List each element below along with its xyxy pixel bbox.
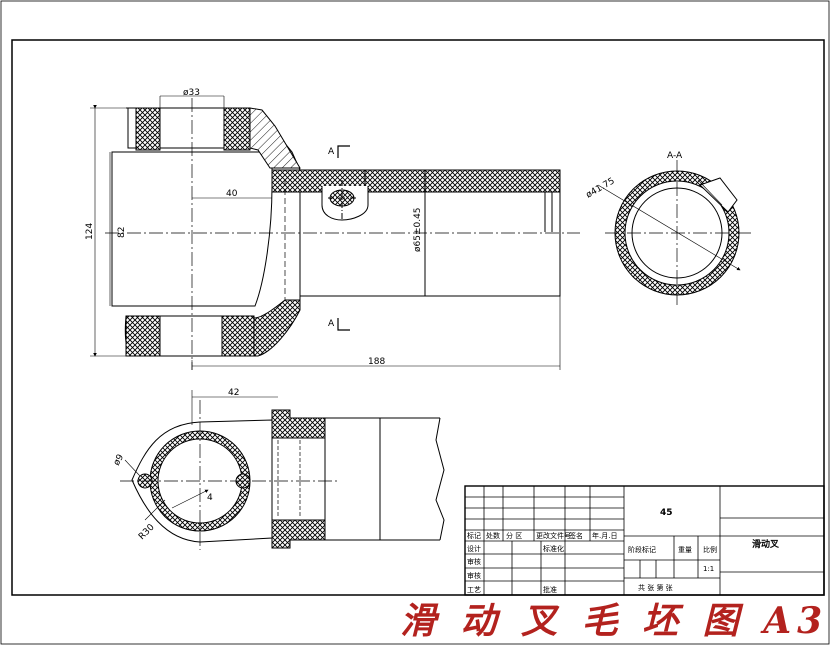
dim-bore-top: ø33: [183, 88, 200, 98]
tb-header-count: 处数: [486, 531, 500, 540]
tb-role-review-1: 审核: [467, 557, 481, 566]
front-view: [90, 95, 580, 370]
tb-weight-label: 重量: [678, 546, 692, 554]
dim-shaft-diameter: ø65±0.45: [413, 207, 423, 252]
top-ear-left-hatch: [135, 107, 161, 151]
dim-flange-offset: 42: [228, 388, 239, 398]
bottom-view: [120, 390, 445, 550]
section-a-a-view: [597, 160, 752, 305]
dim-hole-diameter: ø9: [112, 453, 126, 468]
tb-stage-label: 阶段标记: [628, 545, 656, 554]
title-block: [464, 485, 825, 596]
tb-header-mark: 标记: [467, 531, 481, 540]
tb-header-signature: 签名: [569, 531, 583, 540]
tb-role-review-2: 审核: [467, 571, 481, 580]
drawing-frame: [11, 39, 825, 596]
dim-section-diameter: ø41.75: [585, 176, 617, 200]
tb-scale-label: 比例: [703, 545, 717, 554]
dim-flange-detail: 4: [207, 493, 213, 503]
tb-material: 45: [660, 508, 673, 518]
section-marker-bottom: A: [328, 319, 335, 329]
tb-part-name: 滑动叉: [752, 538, 780, 550]
dim-flange-radius: R30: [137, 522, 157, 542]
tb-header-date: 年.月.日: [592, 531, 617, 540]
tb-scale-value: 1:1: [703, 565, 714, 573]
dim-depth: 40: [226, 189, 238, 199]
drawing-caption: 滑 动 叉 毛 坯 图 A3: [400, 600, 829, 642]
tb-role-approve: 批准: [543, 585, 557, 594]
section-title: A-A: [667, 151, 683, 161]
top-arm-hatch: [249, 107, 301, 169]
dim-height-inner: 82: [117, 227, 127, 238]
top-ear-right-hatch: [223, 107, 251, 151]
dim-length: 188: [368, 357, 385, 367]
tb-role-design: 设计: [467, 544, 481, 553]
tb-header-change-doc: 更改文件号: [536, 531, 571, 540]
bottom-ear-left-hatch: [125, 315, 161, 357]
tb-role-process: 工艺: [467, 586, 481, 594]
tb-role-standard: 标准化: [543, 544, 564, 553]
bottom-arm-hatch: [253, 299, 301, 357]
section-marker-top: A: [328, 147, 335, 157]
shaft-wall-hatch: [271, 169, 561, 193]
bottom-ear-right-hatch: [221, 315, 255, 357]
dim-height-outer: 124: [85, 223, 95, 240]
tb-header-zone: 分 区: [506, 531, 522, 540]
tb-sheet-label: 共 张 第 张: [638, 583, 673, 592]
